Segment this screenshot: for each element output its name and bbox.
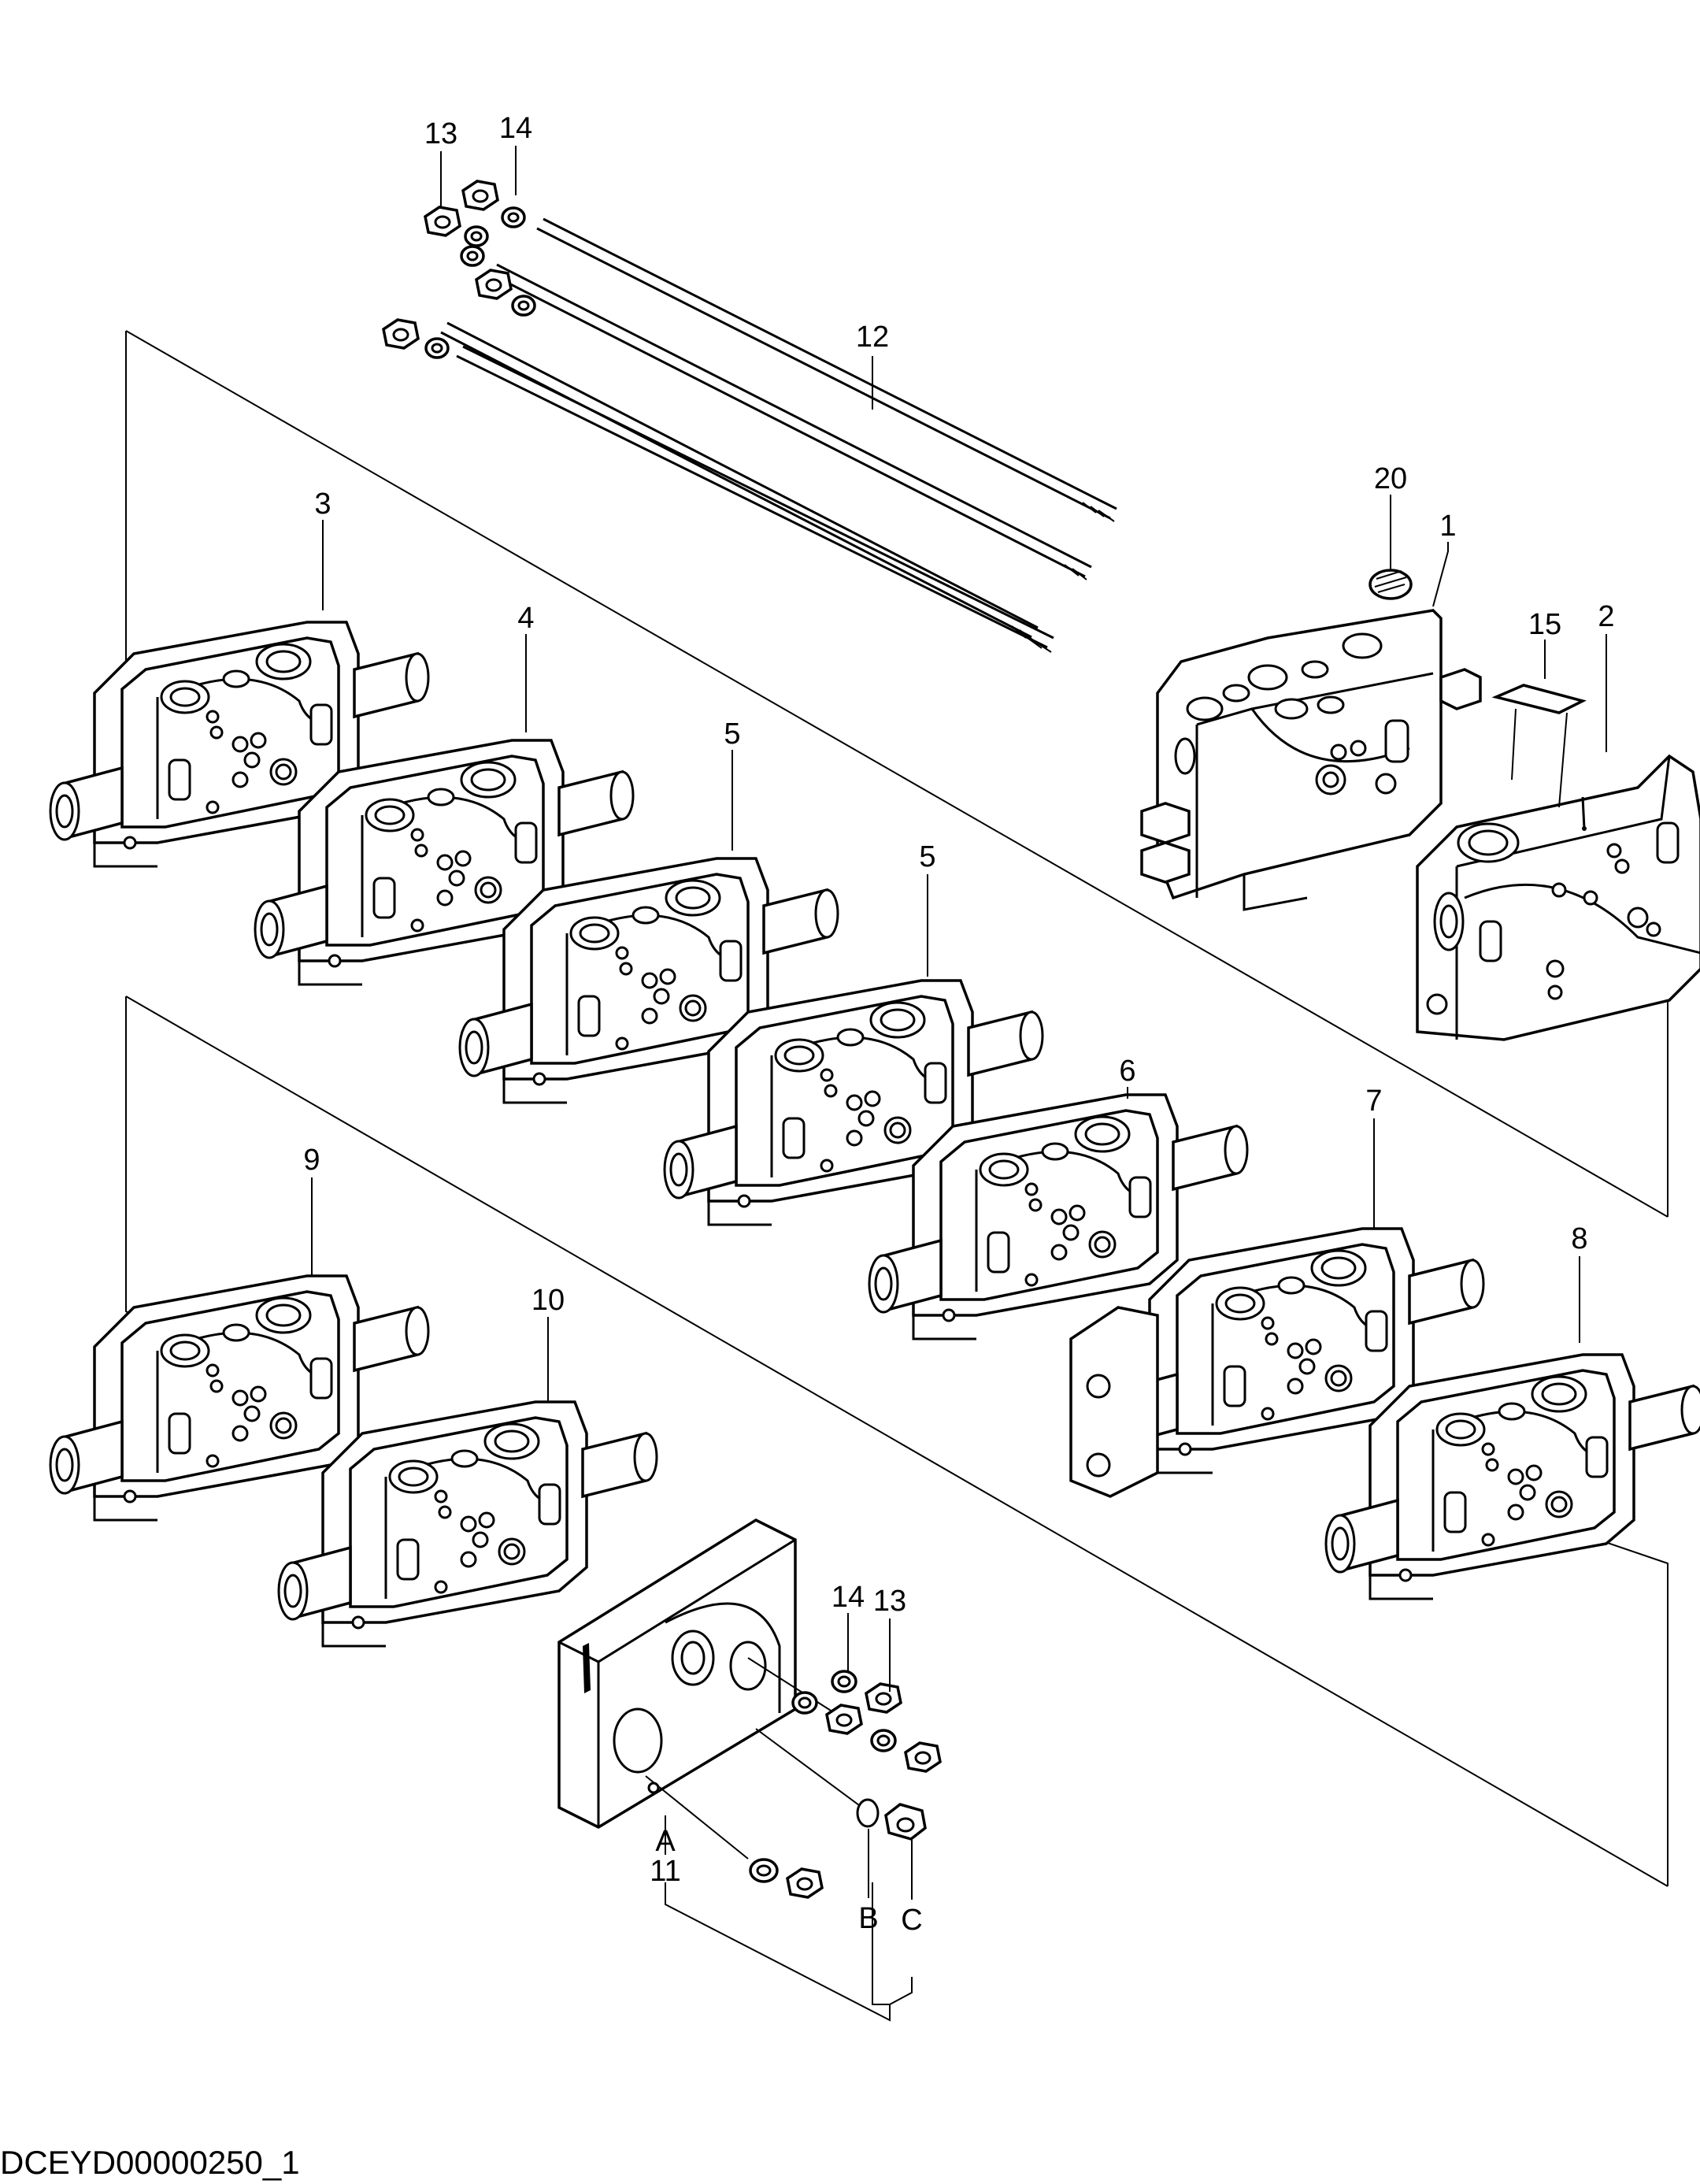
callout-12: 12 <box>856 321 889 354</box>
callout-3: 3 <box>314 488 331 521</box>
section-1-inlet <box>1140 609 1482 911</box>
drawing-code: DCEYD00000250_1 <box>0 2144 300 2181</box>
callout-9: 9 <box>303 1144 320 1177</box>
callout-A: A <box>655 1825 676 1858</box>
callout-2: 2 <box>1598 600 1614 633</box>
leader-lines <box>311 146 1607 2022</box>
section-2-outlet <box>1416 754 1700 1041</box>
callout-15: 15 <box>1528 608 1561 641</box>
callout-14: 14 <box>499 112 532 145</box>
section-7 <box>1069 1227 1485 1498</box>
callout-5-upper: 5 <box>724 717 740 751</box>
callout-11: 11 <box>650 1855 680 1888</box>
tie-rods <box>440 217 1117 653</box>
end-plate-11 <box>557 1518 863 1860</box>
callout-labels: 13 14 12 20 1 15 2 3 4 5 5 6 7 8 9 10 14… <box>303 112 1614 1937</box>
callout-10: 10 <box>531 1284 565 1317</box>
callout-20: 20 <box>1374 462 1407 495</box>
callout-4: 4 <box>517 602 534 635</box>
rod-nuts-washers <box>382 180 536 359</box>
section-20-plate <box>1369 495 1413 600</box>
callout-1: 1 <box>1439 510 1456 543</box>
callout-8: 8 <box>1571 1222 1587 1255</box>
callout-5-lower: 5 <box>919 840 935 873</box>
end-plate-hardware <box>749 1670 942 1899</box>
callout-7: 7 <box>1365 1085 1382 1118</box>
callout-6: 6 <box>1119 1055 1135 1088</box>
callout-13-lower: 13 <box>873 1585 906 1618</box>
callout-C: C <box>901 1904 922 1937</box>
section-15-label-plate <box>1491 640 1587 808</box>
callout-14-lower: 14 <box>831 1581 865 1614</box>
callout-B: B <box>858 1902 878 1935</box>
callout-13: 13 <box>424 117 457 150</box>
